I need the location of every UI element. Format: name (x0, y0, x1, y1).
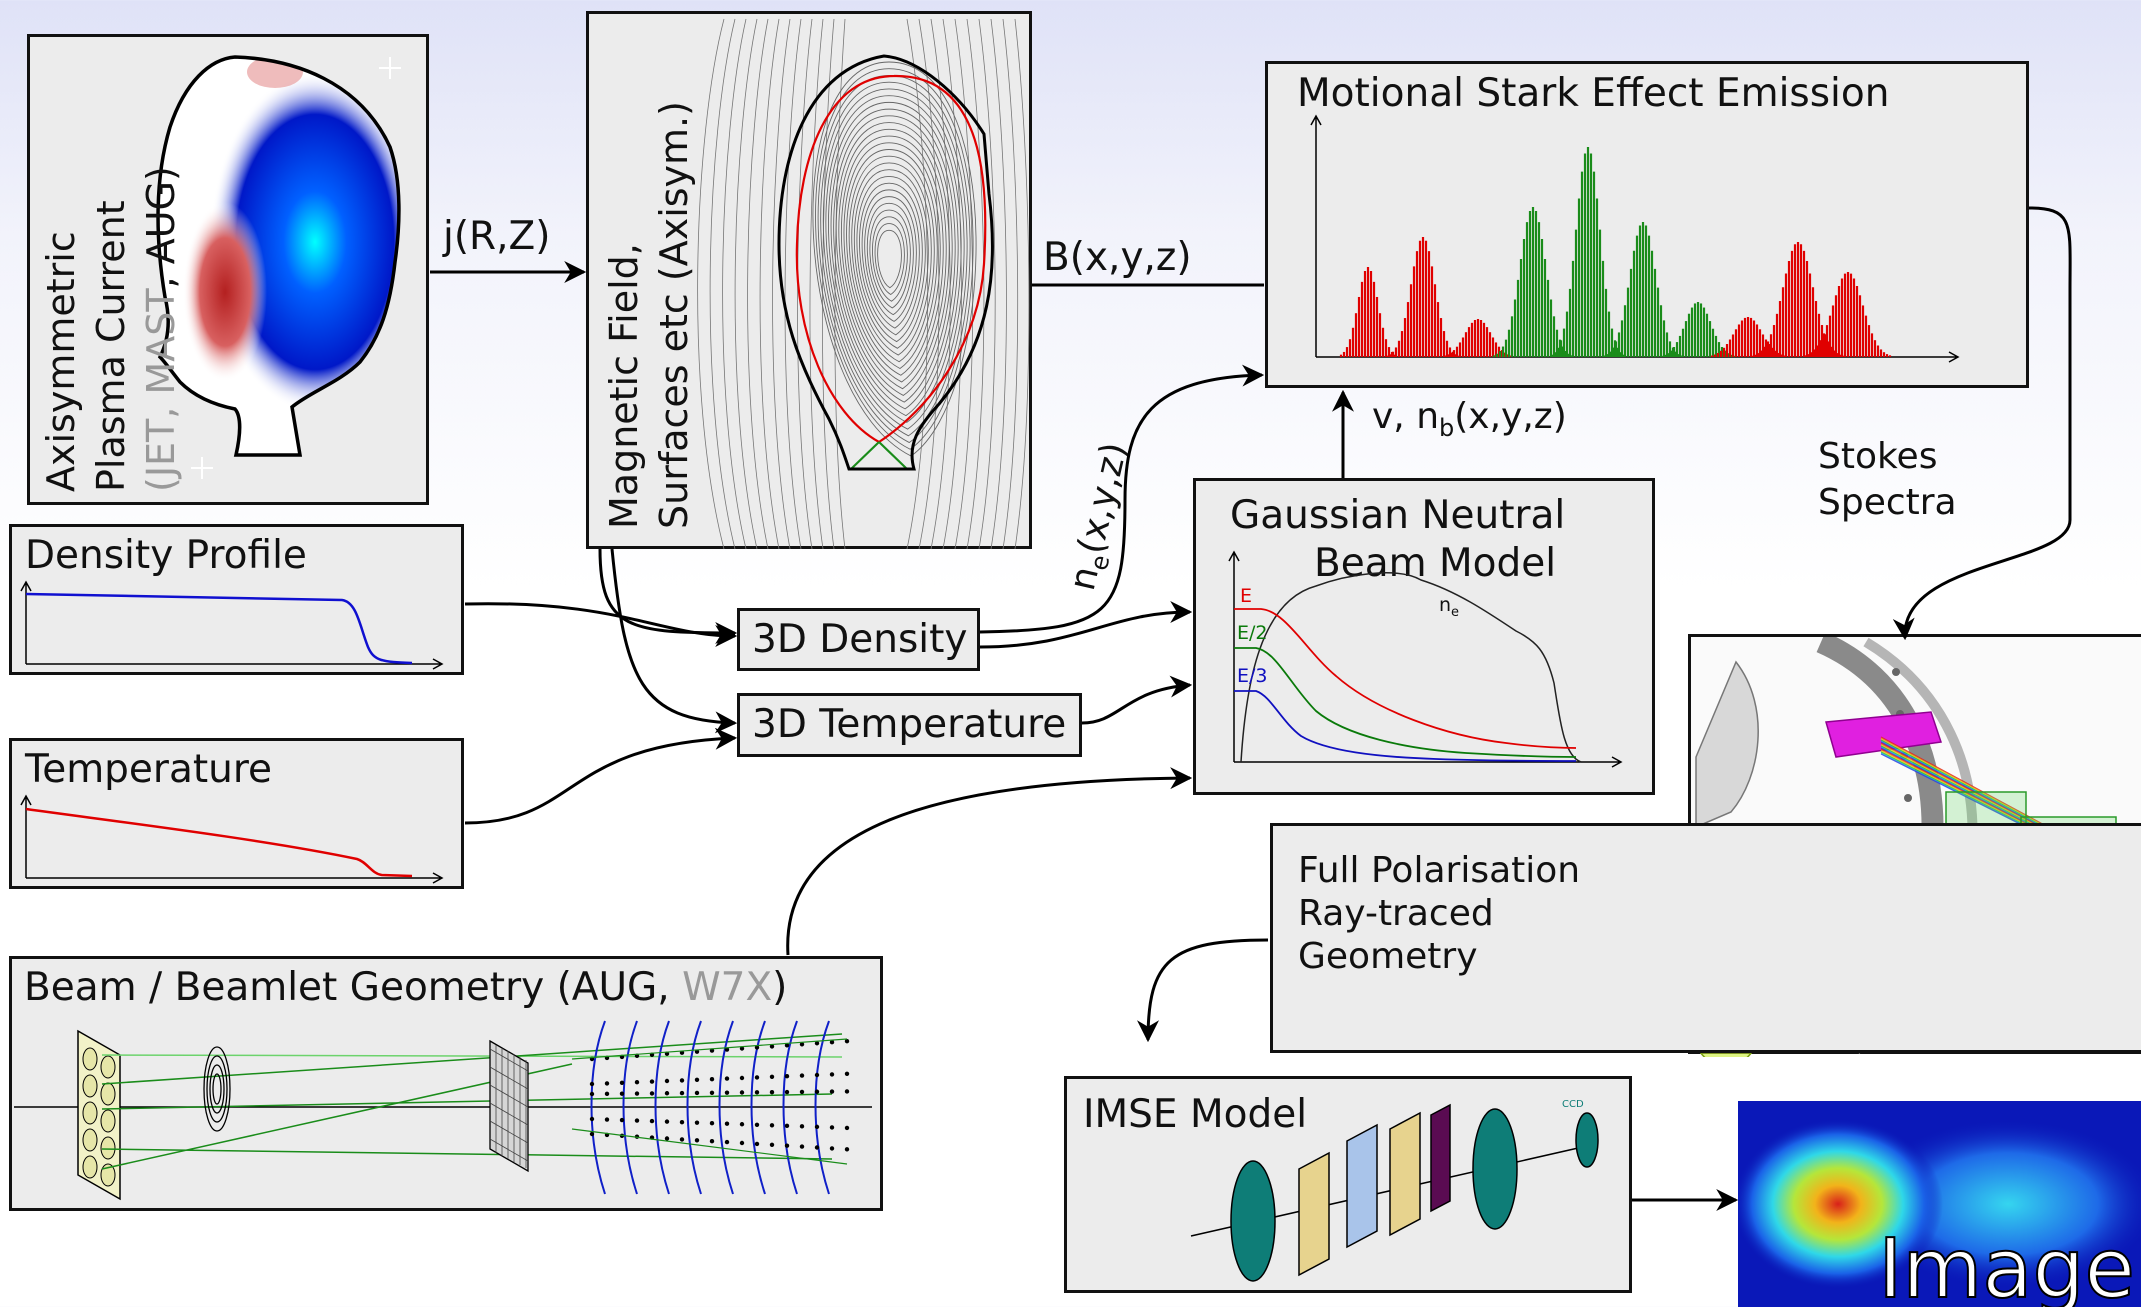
plasma-current-label: Axisymmetric Plasma Current (JET, MAST, … (36, 166, 186, 492)
output-image-heatmap (1738, 1119, 2141, 1289)
magnetic-field-line1: Magnetic Field, (602, 243, 646, 529)
arrow-ne-label: ne(x,y,z) (1062, 438, 1136, 595)
arrow-temperature (464, 727, 738, 825)
arrow-v-label: v, nb(x,y,z) (1372, 396, 1567, 443)
neutral-beam-title-line1: Gaussian Neutral (1230, 493, 1566, 538)
density-3d-label: 3D Density (752, 617, 968, 662)
plasma-current-line2: Plasma Current (89, 200, 133, 492)
density-profile-box: Density Profile (9, 524, 464, 675)
filter-2 (1389, 1111, 1421, 1237)
output-image: Image (1738, 1101, 2141, 1307)
magnetic-field-line2: Surfaces etc (Axisym.) (652, 101, 696, 529)
beam-geometry-box: Beam / Beamlet Geometry (AUG, W7X) (9, 956, 883, 1211)
lens-1 (1230, 1160, 1276, 1282)
plasma-current-line1: Axisymmetric (39, 231, 83, 492)
neutral-beam-box: Gaussian Neutral Beam Model E E/2 E/3 ne (1193, 478, 1655, 795)
arrow-temperature-beam (1081, 675, 1193, 725)
polarisation-line2: Ray-traced (1298, 893, 1494, 934)
arrow-density-beam (979, 601, 1193, 649)
density-3d-box: 3D Density (737, 608, 980, 671)
curve-e3-label: E/3 (1237, 665, 1268, 687)
output-image-label: Image (1877, 1221, 2136, 1307)
polariser (1430, 1103, 1451, 1213)
polarisation-box: Full Polarisation Ray-traced Geometry (1270, 823, 2141, 1053)
lens-2 (1472, 1108, 1518, 1230)
neutral-beam-title-line2: Beam Model (1314, 541, 1557, 586)
curve-e-label: E (1240, 585, 1253, 607)
ccd-camera (1575, 1112, 1599, 1168)
density-profile-title: Density Profile (25, 533, 307, 578)
stokes-label-line2: Spectra (1818, 482, 1957, 523)
density-profile-plot (20, 580, 444, 670)
plasma-current-map (156, 55, 401, 479)
waveplate (1346, 1123, 1378, 1249)
mse-spectrum-plot (1310, 114, 1960, 363)
magnetic-field-label: Magnetic Field, Surfaces etc (Axisym.) (599, 101, 699, 529)
arrow-j-label: j(R,Z) (443, 214, 551, 259)
beam-geometry-title: Beam / Beamlet Geometry (AUG, W7X) (24, 965, 788, 1010)
ccd-label: CCD (1562, 1099, 1584, 1110)
machine-w7x: W7X (682, 965, 773, 1010)
curve-e2-label: E/2 (1237, 622, 1268, 644)
arrow-field-temperature (610, 548, 738, 734)
machine-mast: MAST (139, 288, 183, 395)
arrow-polarisation-imse (1137, 938, 1269, 1043)
flux-surfaces-plot (697, 18, 1030, 550)
stokes-label-line1: Stokes (1818, 436, 1938, 477)
imse-model-box: IMSE Model CCD (1064, 1076, 1632, 1293)
temperature-title: Temperature (25, 747, 273, 792)
machine-aug: AUG (139, 181, 183, 265)
temperature-3d-label: 3D Temperature (752, 702, 1067, 747)
imse-model-title: IMSE Model (1083, 1092, 1308, 1137)
mse-emission-title: Motional Stark Effect Emission (1297, 71, 1890, 116)
arrow-field-density (598, 548, 738, 644)
filter-1 (1298, 1151, 1330, 1277)
arrow-density-profile (464, 602, 738, 647)
imse-optics-diagram (1190, 1103, 1599, 1282)
plasma-current-box: Axisymmetric Plasma Current (JET, MAST, … (27, 34, 429, 505)
arrow-b-label: B(x,y,z) (1043, 235, 1192, 280)
machine-jet: JET (139, 418, 183, 478)
mse-emission-box: Motional Stark Effect Emission (1265, 61, 2029, 388)
beamlet-geometry-diagram (14, 1020, 872, 1201)
temperature-box: Temperature (9, 738, 464, 889)
curve-ne-label: ne (1439, 594, 1460, 620)
arrow-geometry-beam (786, 767, 1193, 956)
temperature-3d-box: 3D Temperature (737, 693, 1082, 757)
temperature-profile-plot (20, 794, 444, 884)
plasma-current-machines: (JET, MAST, AUG) (139, 166, 183, 492)
polarisation-line3: Geometry (1298, 936, 1478, 977)
magnetic-field-box: Magnetic Field, Surfaces etc (Axisym.) (586, 11, 1032, 550)
polarisation-line1: Full Polarisation (1298, 850, 1581, 891)
